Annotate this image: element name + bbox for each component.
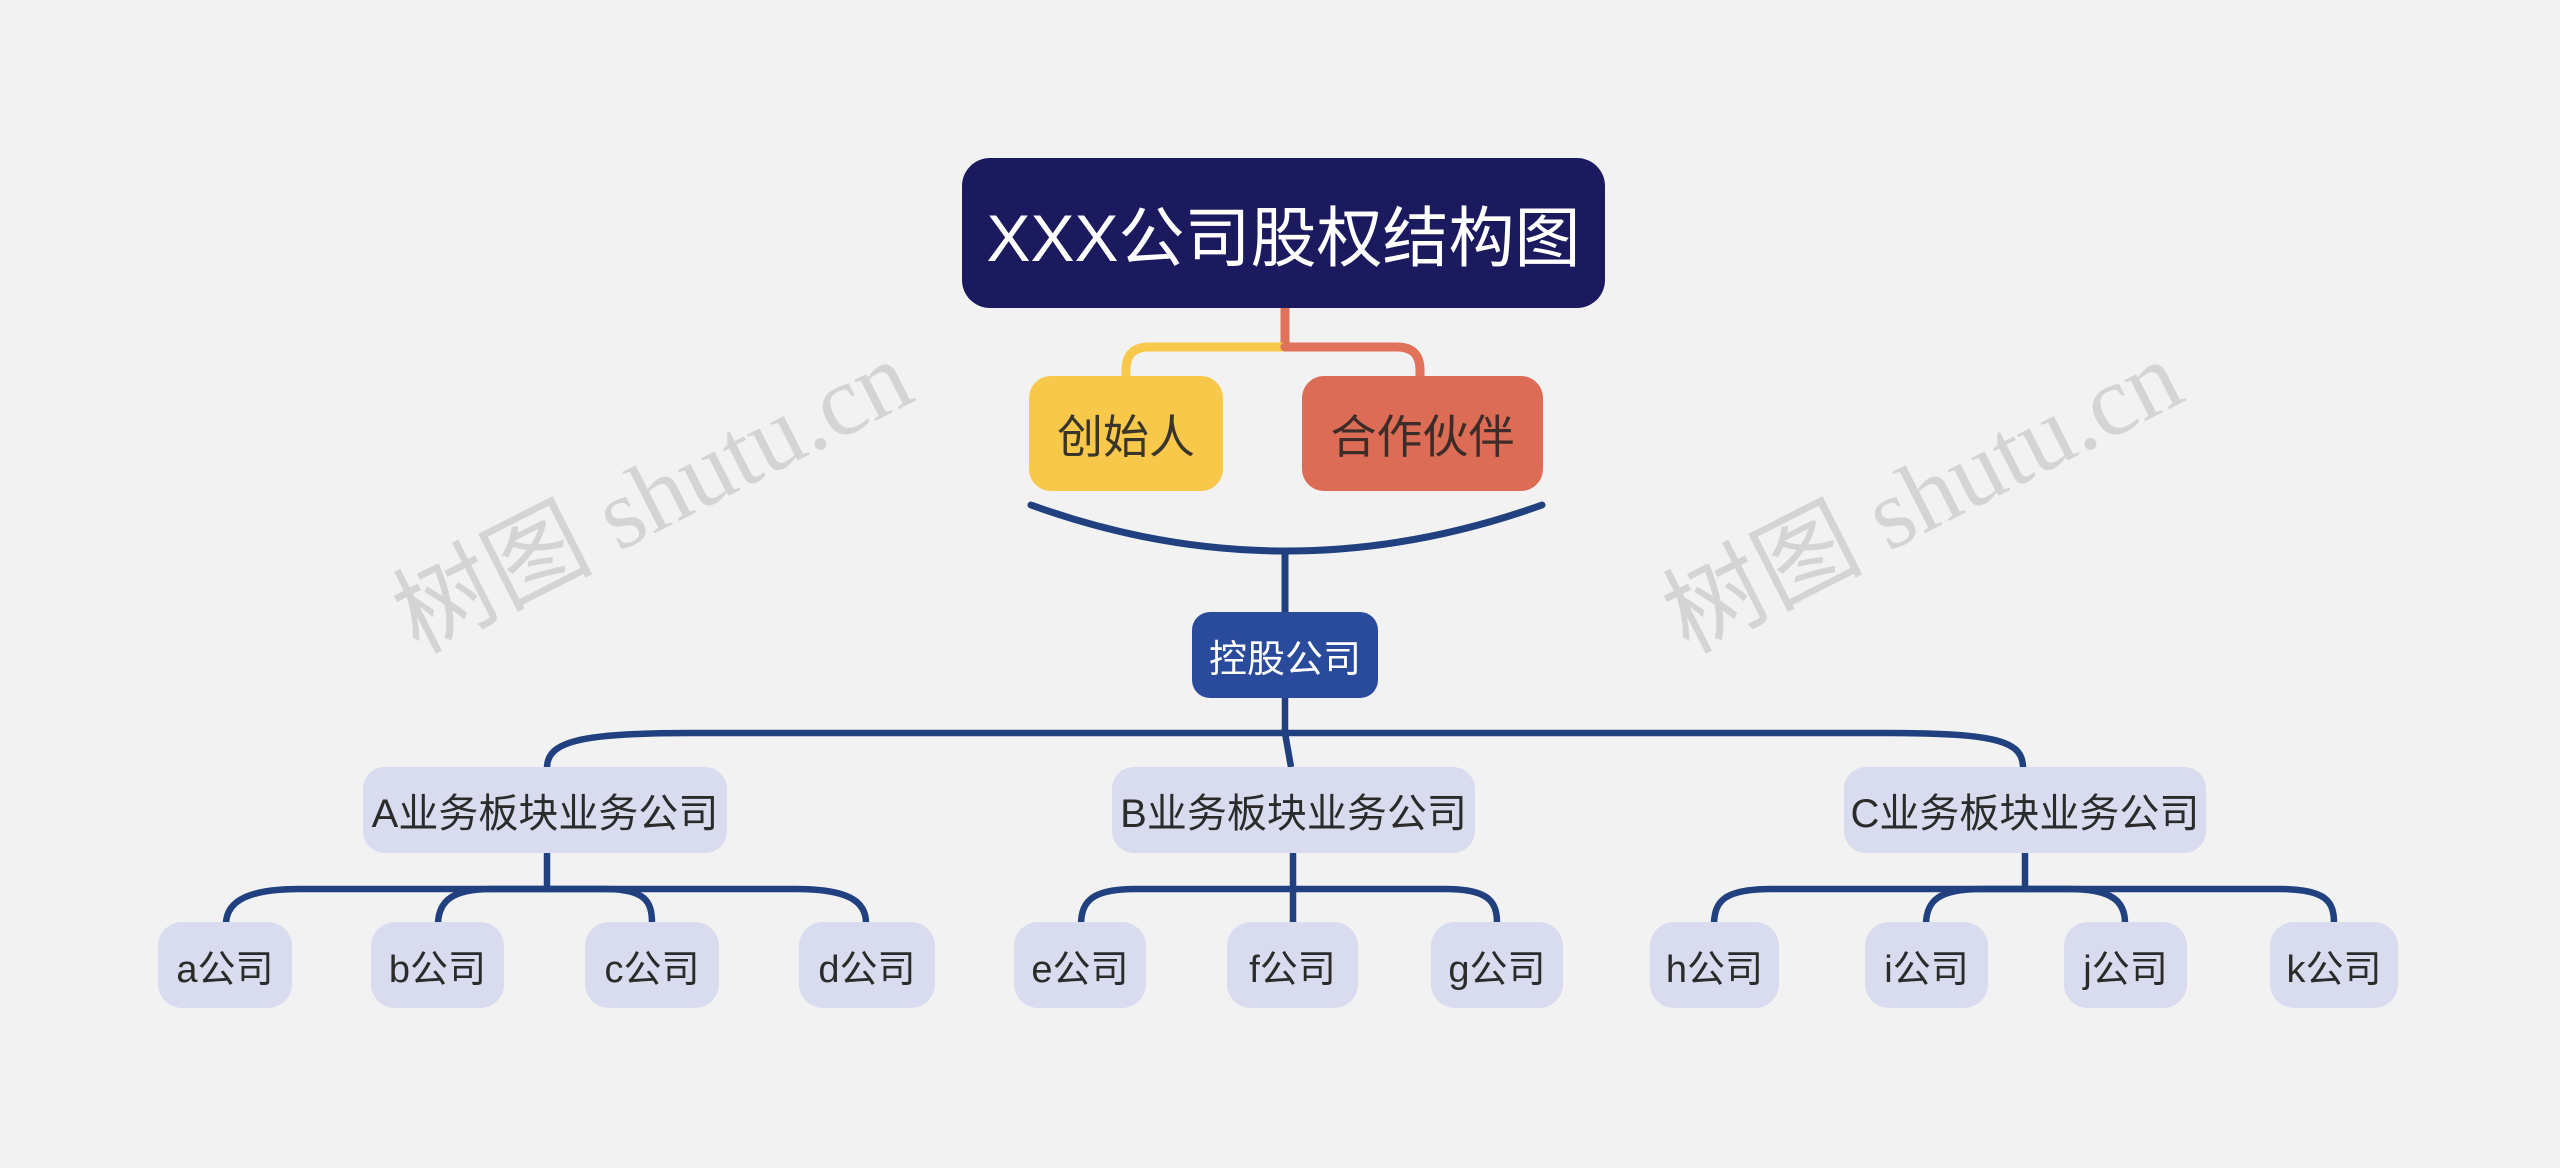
edge-shareholders-arc (1027, 501, 1546, 555)
edge-a-leaf-a (222, 885, 551, 927)
edge-c-leaf-h (1710, 885, 2029, 927)
node-leaf-k[interactable]: k公司 (2270, 922, 2398, 1008)
edge-bus-branch-a (543, 729, 1289, 772)
node-leaf-a[interactable]: a公司 (158, 922, 292, 1008)
node-founder[interactable]: 创始人 (1029, 376, 1223, 491)
edge-root-partner (1280, 342, 1425, 383)
node-leaf-b[interactable]: b公司 (371, 922, 504, 1008)
edge-c-leaf-i (1922, 885, 2029, 927)
edge-b-leaf-e (1077, 885, 1297, 927)
node-leaf-i[interactable]: i公司 (1865, 922, 1988, 1008)
node-holding[interactable]: 控股公司 (1192, 612, 1378, 698)
node-leaf-c[interactable]: c公司 (585, 922, 719, 1008)
node-title[interactable]: XXX公司股权结构图 (962, 158, 1605, 308)
node-partner[interactable]: 合作伙伴 (1302, 376, 1543, 491)
node-leaf-h[interactable]: h公司 (1650, 922, 1779, 1008)
node-branch-a[interactable]: A业务板块业务公司 (363, 767, 727, 853)
node-leaf-d[interactable]: d公司 (799, 922, 935, 1008)
edge-b-leaf-g (1289, 885, 1501, 927)
edge-root-founder (1121, 342, 1290, 383)
node-branch-c[interactable]: C业务板块业务公司 (1844, 767, 2206, 853)
edge-c-leaf-k (2021, 885, 2338, 927)
node-leaf-e[interactable]: e公司 (1014, 922, 1146, 1008)
edge-c-leaf-j (2021, 885, 2129, 927)
node-leaf-g[interactable]: g公司 (1431, 922, 1563, 1008)
edge-a-leaf-c (543, 885, 656, 927)
edge-bus-branch-c (1281, 729, 2027, 772)
edge-a-leaf-b (434, 885, 551, 927)
node-branch-b[interactable]: B业务板块业务公司 (1112, 767, 1475, 853)
edge-a-leaf-d (543, 885, 870, 927)
node-leaf-f[interactable]: f公司 (1227, 922, 1358, 1008)
node-leaf-j[interactable]: j公司 (2064, 922, 2187, 1008)
